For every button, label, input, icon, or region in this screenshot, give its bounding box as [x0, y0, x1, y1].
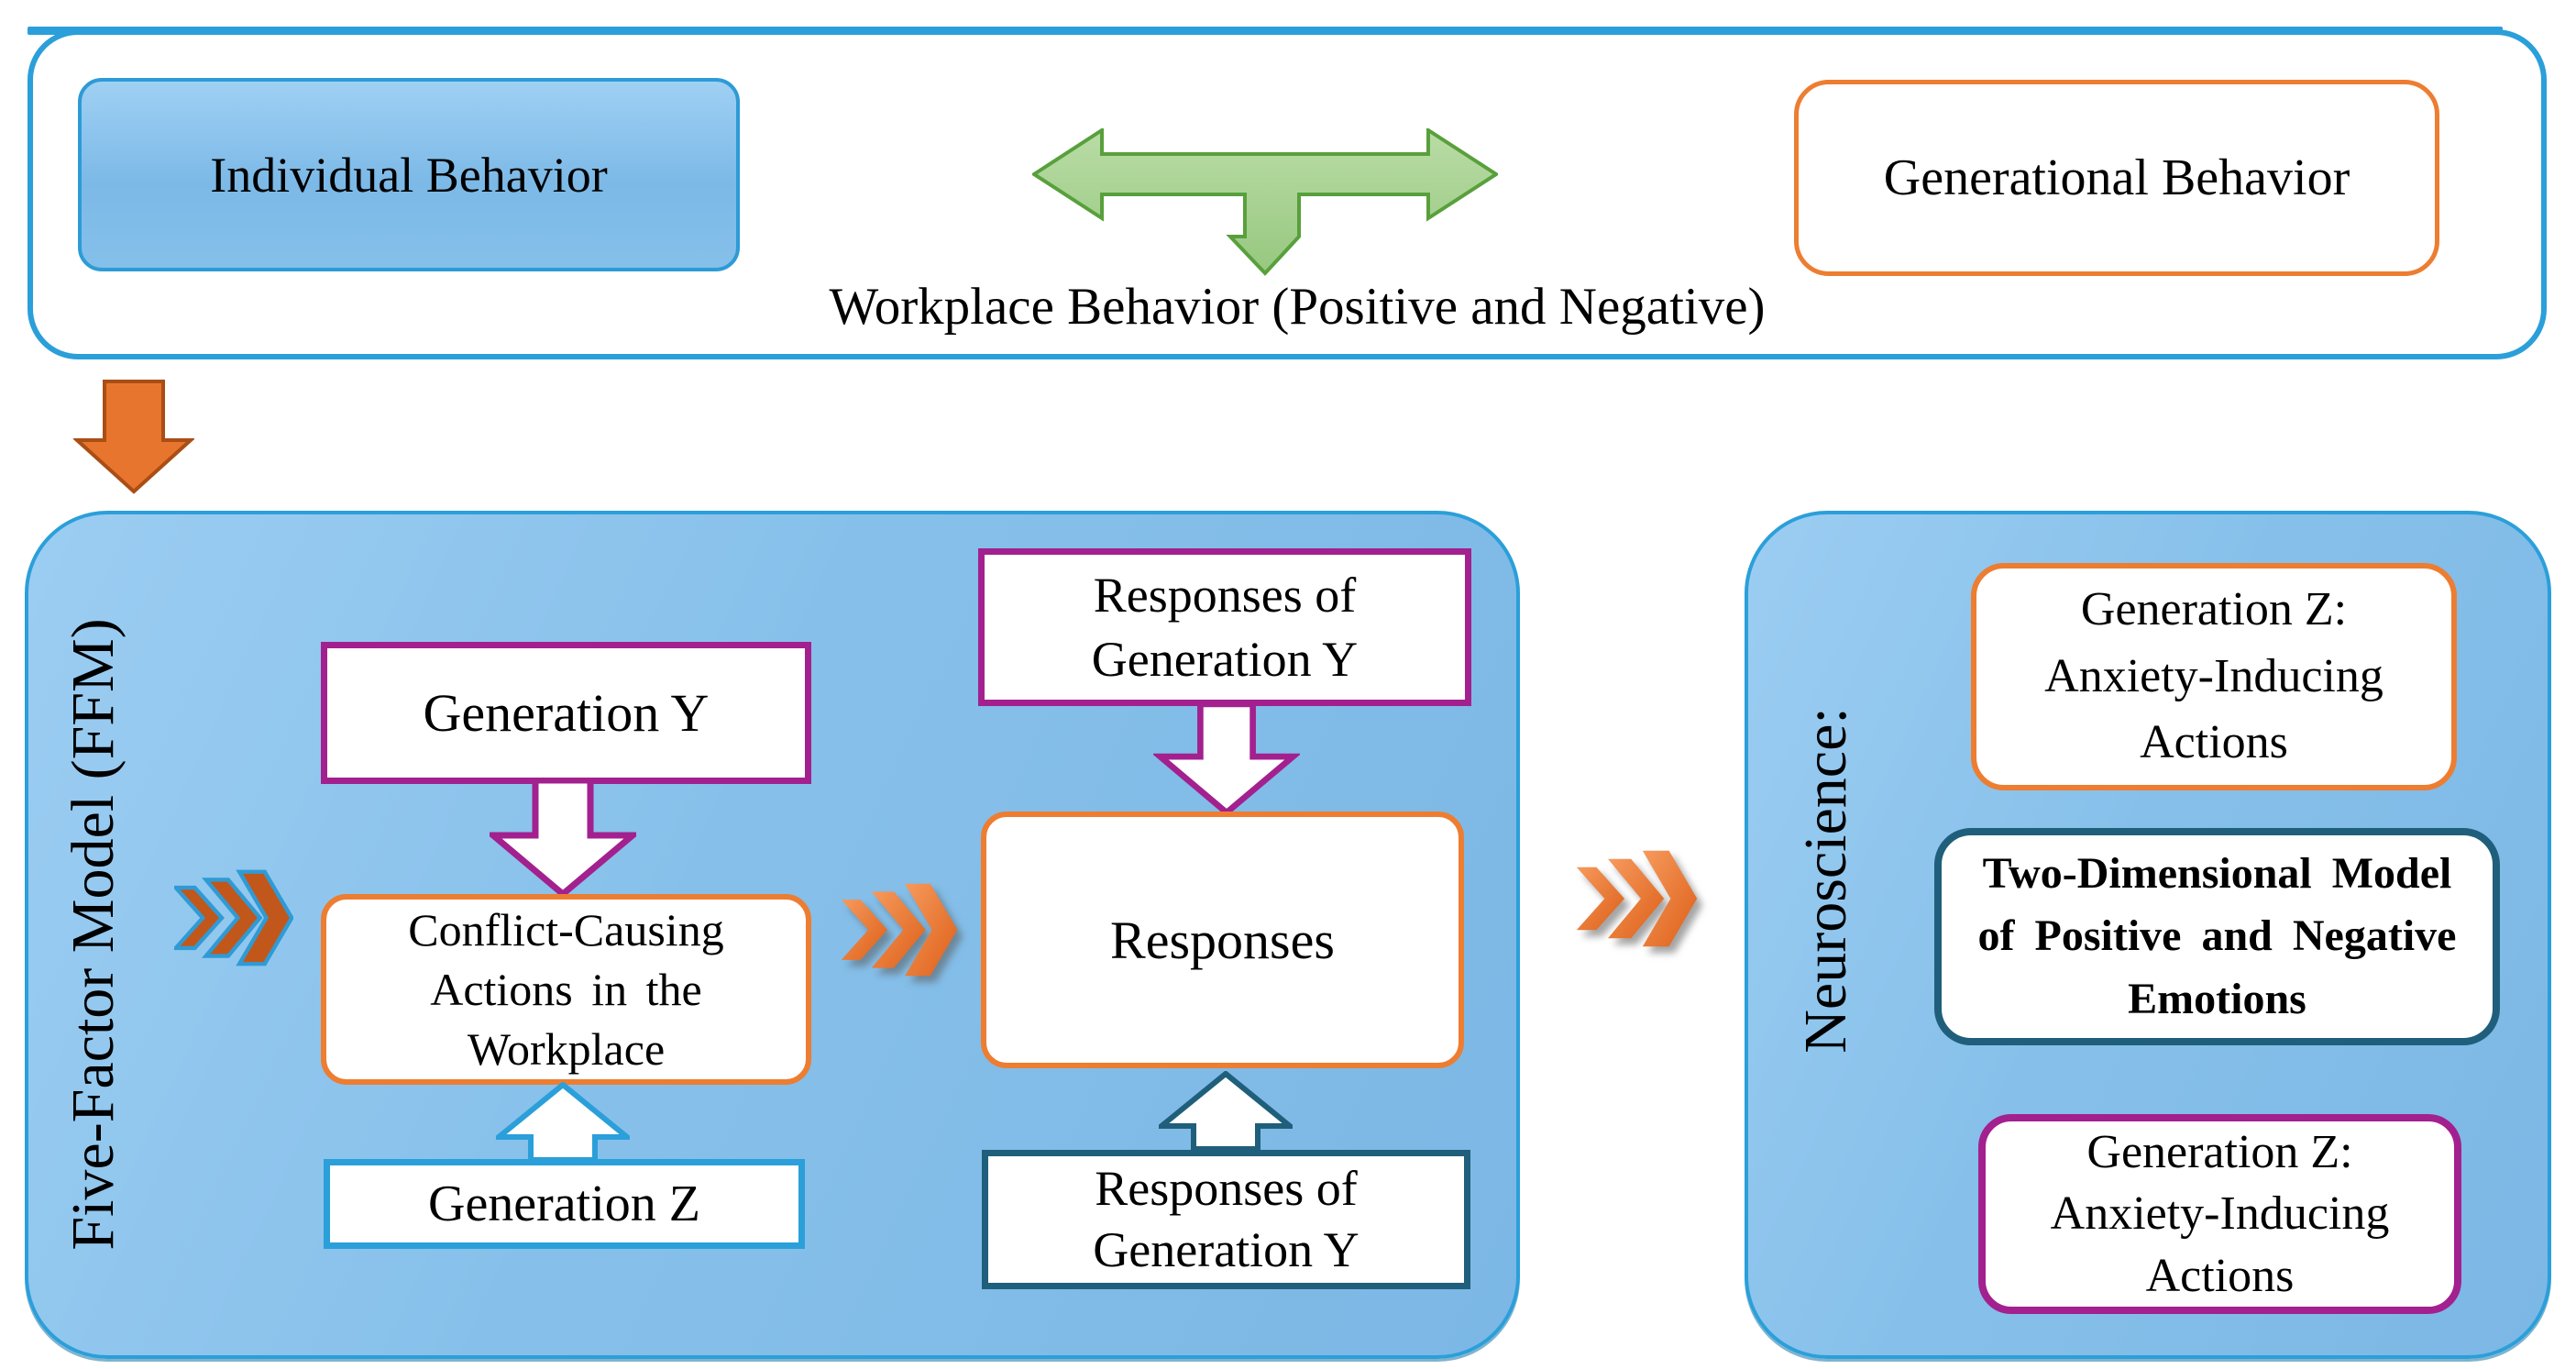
responses-of-generation-y-bottom-box: Responses of Generation Y [982, 1150, 1470, 1289]
workplace-behavior-label: Workplace Behavior (Positive and Negativ… [829, 278, 1766, 336]
generational-behavior-box: Generational Behavior [1794, 80, 2439, 276]
generation-z-anxiety-bottom-label: Generation Z: Anxiety-Inducing Actions [2050, 1125, 2390, 1302]
ffm-side-label: Five-Factor Model (FFM) [60, 618, 127, 1251]
gen-y-down-arrow-icon [490, 778, 636, 898]
individual-behavior-box: Individual Behavior [78, 78, 740, 271]
two-dimensional-model-box: Two-Dimensional Model of Positive and Ne… [1934, 828, 2500, 1045]
individual-behavior-label: Individual Behavior [210, 147, 608, 203]
bidirectional-arrow-icon [1032, 128, 1498, 276]
generation-z-anxiety-bottom-box: Generation Z: Anxiety-Inducing Actions [1978, 1114, 2461, 1314]
responses-of-generation-y-bottom-label: Responses of Generation Y [1093, 1160, 1360, 1278]
responses-of-generation-y-top-label: Responses of Generation Y [1091, 567, 1359, 687]
two-dimensional-model-label: Two-Dimensional Model of Positive and Ne… [1977, 849, 2457, 1023]
generation-z-label: Generation Z [428, 1176, 700, 1232]
generation-z-anxiety-top-label: Generation Z: Anxiety-Inducing Actions [2044, 582, 2383, 769]
responses-box: Responses [981, 811, 1464, 1068]
responses-label: Responses [1110, 910, 1335, 970]
down-arrow-icon [73, 380, 194, 494]
generational-behavior-label: Generational Behavior [1883, 149, 2350, 206]
conflict-causing-actions-label: Conflict-Causing Actions in the Workplac… [408, 903, 724, 1075]
gen-z-up-arrow-icon [496, 1082, 630, 1163]
chevron-right-icon-outlined [174, 869, 293, 966]
chevron-right-icon-1 [841, 883, 958, 977]
conflict-causing-actions-box: Conflict-Causing Actions in the Workplac… [321, 894, 811, 1085]
neuroscience-side-label: Neuroscience: [1792, 707, 1859, 1054]
chevron-right-icon-2 [1576, 850, 1698, 947]
responses-up-arrow-icon [1159, 1071, 1293, 1152]
generation-y-box: Generation Y [321, 642, 811, 784]
responses-down-arrow-icon [1153, 702, 1300, 816]
generation-z-box: Generation Z [324, 1159, 805, 1249]
generation-y-label: Generation Y [423, 683, 710, 743]
responses-of-generation-y-top-box: Responses of Generation Y [978, 548, 1471, 706]
generation-z-anxiety-top-box: Generation Z: Anxiety-Inducing Actions [1971, 563, 2457, 790]
